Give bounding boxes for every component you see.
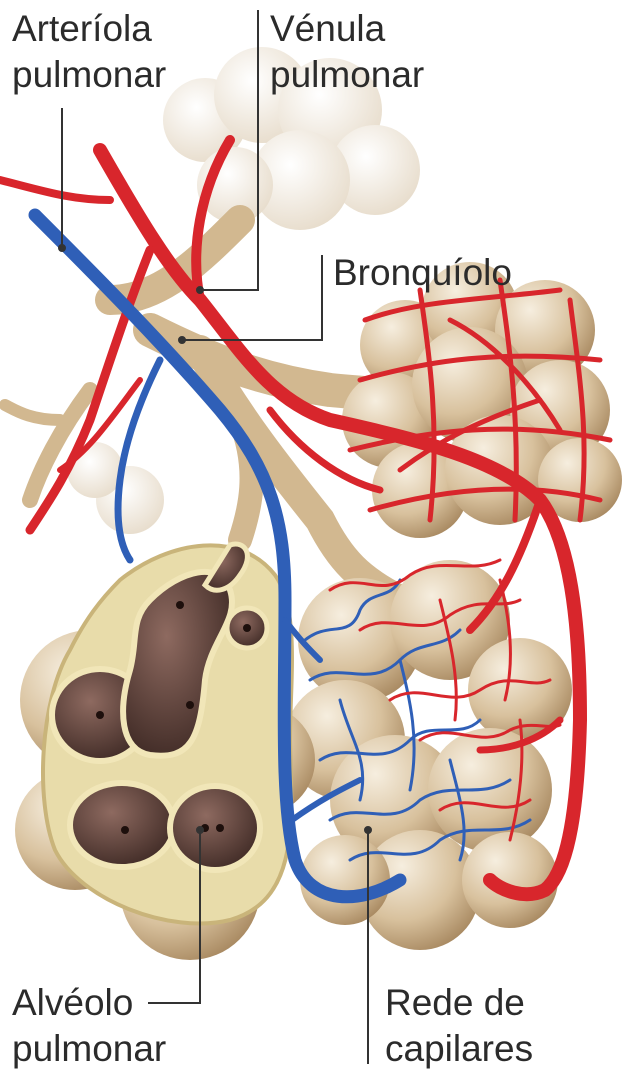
sectioned-alveolar-sac — [15, 544, 315, 960]
leader-capilares-dot — [365, 827, 371, 833]
leader-venula-dot — [197, 287, 203, 293]
label-rede-de-capilares: Rede de capilares — [385, 980, 533, 1072]
label-arteriola-line1: Arteríola — [12, 6, 166, 52]
label-arteriola-line2: pulmonar — [12, 52, 166, 98]
label-capilares-line2: capilares — [385, 1026, 533, 1072]
label-arteriola-pulmonar: Arteríola pulmonar — [12, 6, 166, 98]
leader-alveolo-dot — [197, 827, 203, 833]
label-bronquiolo-line1: Bronquíolo — [333, 250, 512, 296]
label-capilares-line1: Rede de — [385, 980, 533, 1026]
label-alveolo-line1: Alvéolo — [12, 980, 166, 1026]
label-venula-line1: Vénula — [270, 6, 424, 52]
leader-bronquiolo-dot — [179, 337, 185, 343]
label-alveolo-line2: pulmonar — [12, 1026, 166, 1072]
label-alveolo-pulmonar: Alvéolo pulmonar — [12, 980, 166, 1072]
label-bronquiolo: Bronquíolo — [333, 250, 512, 296]
leader-arteriola-dot — [59, 245, 65, 251]
label-venula-pulmonar: Vénula pulmonar — [270, 6, 424, 98]
label-venula-line2: pulmonar — [270, 52, 424, 98]
